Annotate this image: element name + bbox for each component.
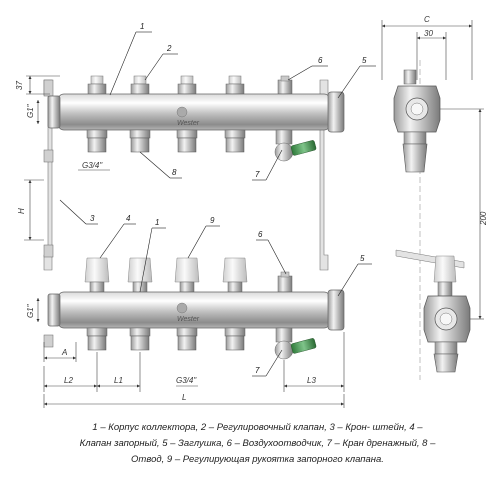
drain-valve-bottom — [274, 327, 317, 360]
dim-g1-top: G1" — [26, 103, 35, 118]
air-vent-bottom — [277, 271, 293, 293]
callout-6-bottom: 6 — [258, 230, 263, 239]
dim-l2: L2 — [64, 376, 73, 385]
technical-drawing: Wester — [15, 15, 488, 408]
drain-valve-top — [274, 129, 317, 162]
callout-5-bottom: 5 — [360, 254, 365, 263]
svg-text:Wester: Wester — [177, 316, 200, 323]
outlets-top — [86, 129, 246, 153]
bottom-manifold: Wester — [47, 257, 345, 360]
callout-6-top: 6 — [318, 56, 323, 65]
legend-line-2: Клапан запорный, 5 – Заглушка, 6 – Возду… — [79, 438, 436, 449]
callout-7-bottom: 7 — [255, 366, 260, 375]
callout-3: 3 — [90, 214, 95, 223]
shutoff-handles — [84, 257, 248, 293]
dim-a: A — [61, 348, 67, 357]
dim-l: L — [182, 393, 186, 402]
dim-30: 30 — [424, 29, 433, 38]
callout-7-top: 7 — [255, 170, 260, 179]
front-dimensions: 37 G1" G3/4" H G1" A L2 L1 G3/4" L3 — [15, 75, 345, 408]
dim-g34-bottom: G3/4" — [176, 376, 197, 385]
dim-200: 200 — [479, 211, 488, 226]
top-manifold: Wester — [47, 75, 345, 162]
outlets-bottom — [86, 327, 246, 351]
dim-h: H — [17, 208, 26, 214]
wester-logo-top: Wester — [176, 106, 200, 127]
svg-text:Wester: Wester — [177, 120, 200, 127]
callout-5-top: 5 — [362, 56, 367, 65]
dim-c: C — [424, 15, 430, 24]
end-plug-top — [327, 91, 345, 133]
side-view: C 30 200 — [381, 15, 488, 380]
dim-l3: L3 — [307, 376, 316, 385]
dim-g34-top: G3/4" — [82, 161, 103, 170]
callout-1-top: 1 — [140, 22, 144, 31]
dim-37: 37 — [15, 81, 24, 90]
callout-9: 9 — [210, 216, 215, 225]
callout-1-bottom: 1 — [155, 218, 159, 227]
end-plug-bottom — [327, 289, 345, 331]
callout-2: 2 — [166, 44, 172, 53]
legend-line-1: 1 – Корпус коллектора, 2 – Регулировочны… — [92, 422, 423, 433]
callout-8: 8 — [172, 168, 177, 177]
legend-line-3: Отвод, 9 – Регулирующая рукоятка запорно… — [131, 454, 384, 465]
dim-l1: L1 — [114, 376, 123, 385]
callouts: 1 2 6 5 7 8 3 4 1 9 6 5 7 — [59, 22, 376, 377]
dim-g1-bottom: G1" — [26, 303, 35, 318]
callout-4: 4 — [126, 214, 131, 223]
wester-logo-bottom: Wester — [176, 302, 200, 323]
legend: 1 – Корпус коллектора, 2 – Регулировочны… — [60, 420, 455, 468]
